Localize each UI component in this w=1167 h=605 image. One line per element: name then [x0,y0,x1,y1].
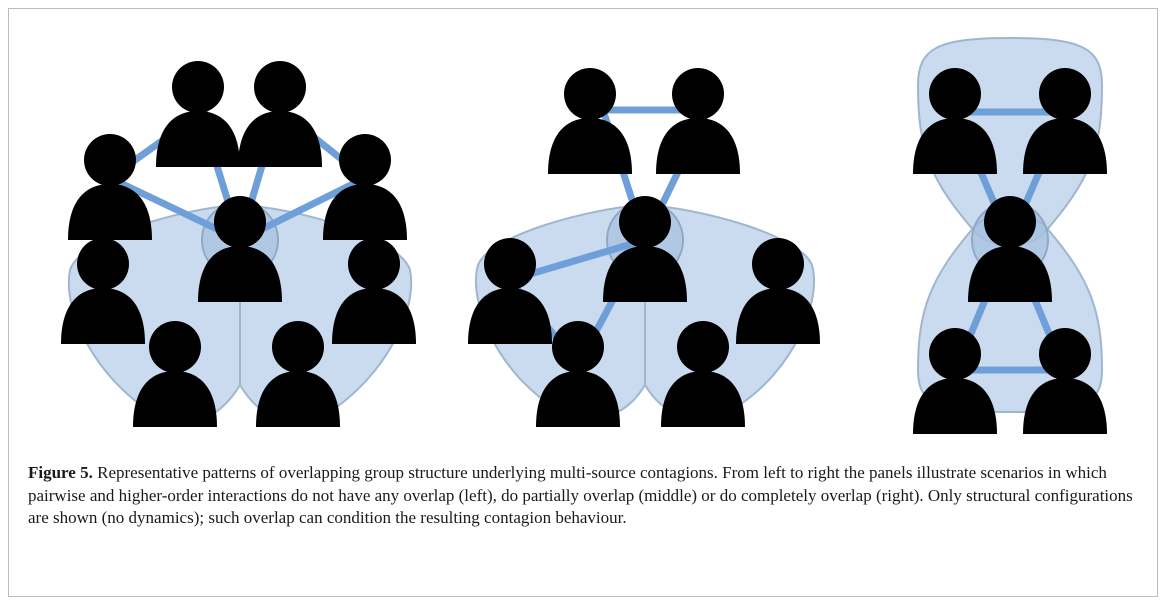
person-icon [156,61,240,167]
panel-middle [468,68,820,427]
person-icon [548,68,632,174]
panel-left [61,61,416,427]
person-icon [323,134,407,240]
person-icon [656,68,740,174]
figure-illustration [61,36,1107,434]
panel-right [913,36,1107,434]
figure-caption-text: Representative patterns of overlapping g… [28,463,1133,527]
figure-caption: Figure 5. Representative patterns of ove… [28,462,1138,530]
person-icon [238,61,322,167]
figure-label: Figure 5. [28,463,93,482]
person-icon [68,134,152,240]
